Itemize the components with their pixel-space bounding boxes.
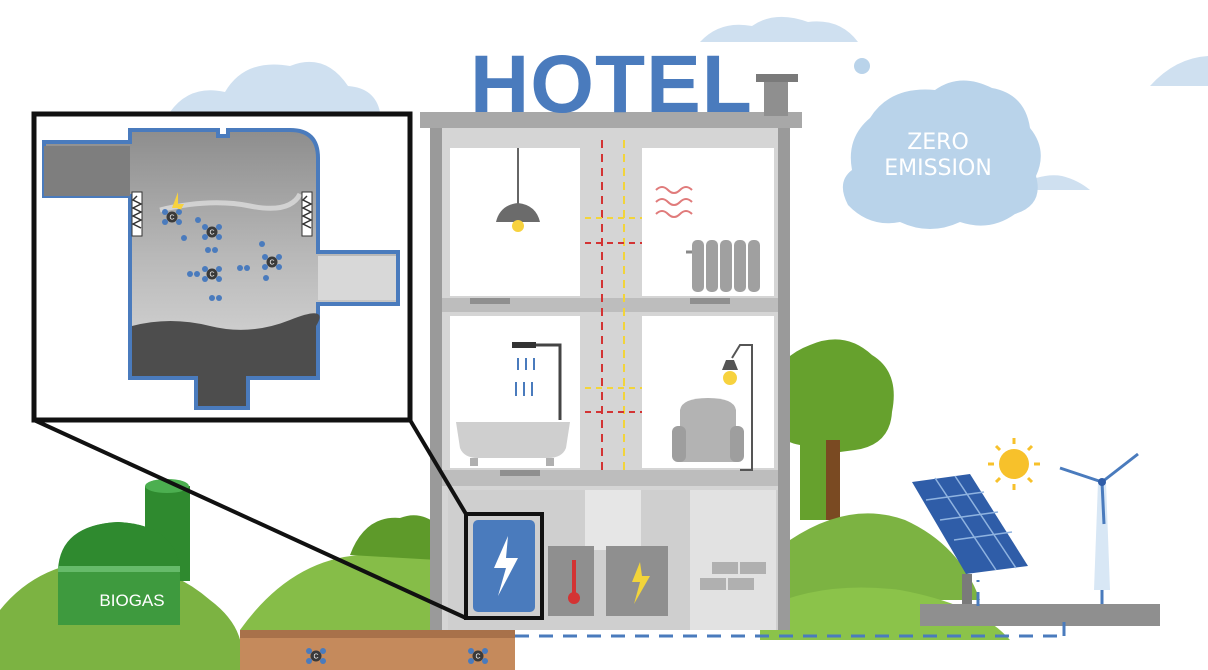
hotel-building xyxy=(420,74,802,630)
radiator-icon xyxy=(686,240,760,292)
zero-emission-line1: ZERO xyxy=(858,130,1018,156)
bush xyxy=(350,515,438,560)
zero-emission-line2: EMISSION xyxy=(858,156,1018,182)
hotel-sign: HOTEL xyxy=(470,44,770,126)
heater-coil-icon xyxy=(132,192,142,236)
cloud xyxy=(170,62,380,112)
armchair-icon xyxy=(672,398,744,462)
digester-zoom xyxy=(34,114,410,420)
biogas-label: BIOGAS xyxy=(62,591,202,611)
sun-icon xyxy=(988,438,1040,490)
zero-emission-label: ZERO EMISSION xyxy=(858,130,1018,182)
wind-turbine-icon xyxy=(1060,454,1138,590)
cloud xyxy=(854,58,870,74)
cloud xyxy=(1150,56,1208,86)
platform xyxy=(920,604,1160,626)
boiler-unit xyxy=(548,546,594,616)
heater-coil-icon xyxy=(302,192,312,236)
